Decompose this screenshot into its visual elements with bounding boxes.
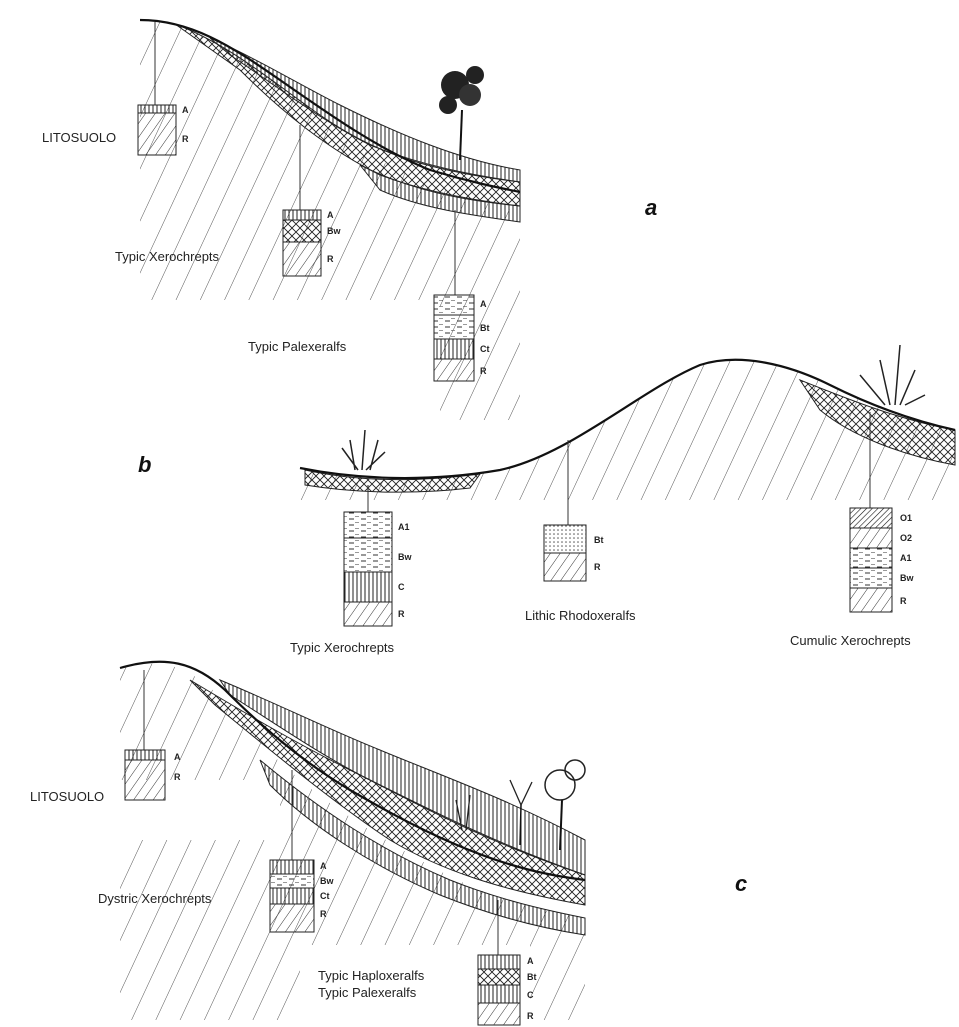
- horizon-label: R: [182, 134, 189, 144]
- horizon-block-bw: [850, 568, 892, 588]
- horizon-block-r: [125, 760, 165, 800]
- horizon-block-r: [138, 113, 176, 155]
- horizon-block-a: [478, 955, 520, 969]
- horizon-block-bt: [478, 969, 520, 985]
- horizon-label: O2: [900, 533, 912, 543]
- horizon-block-bw: [270, 874, 314, 888]
- tree-a: [439, 66, 484, 160]
- horizon-block-a1: [344, 512, 392, 538]
- horizon-label: Bt: [594, 535, 604, 545]
- profile-column-c2: [270, 860, 314, 932]
- horizon-label: A: [320, 861, 327, 871]
- horizon-block-a1: [850, 548, 892, 568]
- horizon-block-c: [344, 572, 392, 602]
- horizon-label: A: [174, 752, 181, 762]
- horizon-block-r: [544, 553, 586, 581]
- horizon-block-o1: [850, 508, 892, 528]
- horizon-block-bt: [434, 315, 474, 339]
- horizon-label: A: [527, 956, 534, 966]
- horizon-block-a: [270, 860, 314, 874]
- profile-column-c3: [478, 955, 520, 1025]
- profile-name: Typic Xerochrepts: [290, 640, 395, 655]
- profile-column-a1: [138, 105, 176, 155]
- horizon-label: R: [398, 609, 405, 619]
- horizon-label: C: [398, 582, 405, 592]
- horizon-block-bw: [344, 538, 392, 572]
- horizon-block-bw: [283, 220, 321, 242]
- panel-c: A R LITOSUOLO A Bw Ct R Dystric Xerochre…: [30, 662, 747, 1025]
- horizon-label: Bt: [480, 323, 490, 333]
- horizon-label: Bw: [398, 552, 412, 562]
- profile-column-b2: [544, 525, 586, 581]
- horizon-label: R: [320, 909, 327, 919]
- horizon-label: R: [900, 596, 907, 606]
- horizon-block-r: [478, 1003, 520, 1025]
- horizon-block-bt: [544, 525, 586, 553]
- profile-column-a3: [434, 295, 474, 381]
- horizon-block-a: [283, 210, 321, 220]
- horizon-label: R: [527, 1011, 534, 1021]
- panel-letter: b: [138, 452, 151, 477]
- panel-letter: a: [645, 195, 657, 220]
- profile-name: Typic Palexeralfs: [318, 985, 417, 1000]
- horizon-block-r: [344, 602, 392, 626]
- horizon-label: R: [480, 366, 487, 376]
- panel-a: A R LITOSUOLO A Bw R Typic Xerochrepts A…: [42, 20, 657, 440]
- horizon-block-a: [125, 750, 165, 760]
- profile-column-c1: [125, 750, 165, 800]
- horizon-block-r: [270, 904, 314, 932]
- profile-name: Cumulic Xerochrepts: [790, 633, 911, 648]
- horizon-block-a: [434, 295, 474, 315]
- horizon-block-o2: [850, 528, 892, 548]
- horizon-label: R: [594, 562, 601, 572]
- horizon-block-r: [850, 588, 892, 612]
- profile-name: LITOSUOLO: [30, 789, 104, 804]
- profile-name: Lithic Rhodoxeralfs: [525, 608, 636, 623]
- horizon-label: Bw: [900, 573, 914, 583]
- horizon-label: O1: [900, 513, 912, 523]
- profile-name: LITOSUOLO: [42, 130, 116, 145]
- horizon-block-c: [478, 985, 520, 1003]
- profile-column-b3: [850, 508, 892, 612]
- horizon-label: Ct: [320, 891, 330, 901]
- horizon-block-ct: [434, 339, 474, 359]
- panel-letter: c: [735, 871, 747, 896]
- horizon-label: A: [182, 105, 189, 115]
- profile-name: Dystric Xerochrepts: [98, 891, 212, 906]
- horizon-label: A: [480, 299, 487, 309]
- horizon-label: R: [327, 254, 334, 264]
- horizon-block-a: [138, 105, 176, 113]
- horizon-label: A: [327, 210, 334, 220]
- shrub-b-right: [860, 345, 925, 405]
- horizon-label: C: [527, 990, 534, 1000]
- horizon-block-r: [434, 359, 474, 381]
- horizon-label: R: [174, 772, 181, 782]
- label-background: [140, 300, 440, 440]
- profile-name: Typic Xerochrepts: [115, 249, 220, 264]
- horizon-label: Ct: [480, 344, 490, 354]
- horizon-label: A1: [398, 522, 410, 532]
- horizon-block-ct: [270, 888, 314, 904]
- profile-column-a2: [283, 210, 321, 276]
- horizon-label: Bw: [320, 876, 334, 886]
- profile-name: Typic Haploxeralfs: [318, 968, 425, 983]
- horizon-label: Bt: [527, 972, 537, 982]
- profile-name: Typic Palexeralfs: [248, 339, 347, 354]
- horizon-block-r: [283, 242, 321, 276]
- horizon-label: A1: [900, 553, 912, 563]
- profile-column-b1: [344, 512, 392, 626]
- horizon-label: Bw: [327, 226, 341, 236]
